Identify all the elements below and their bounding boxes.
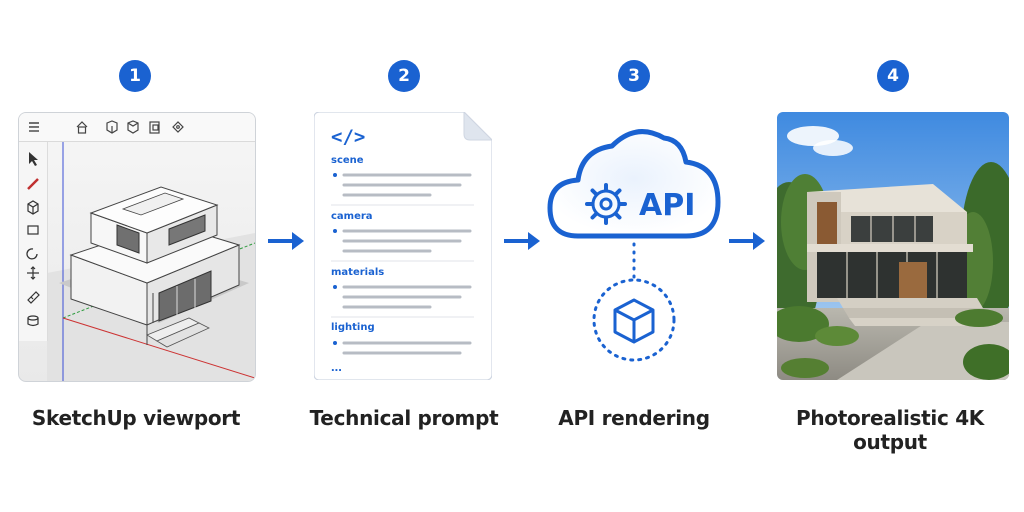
viewport-tool-sidebar (19, 142, 48, 341)
prompt-section-camera: camera (331, 211, 373, 222)
code-icon: </> (331, 126, 366, 148)
caption-step-4: Photorealistic 4K output (795, 406, 985, 454)
cloud-icon (547, 129, 721, 239)
prompt-section-materials: materials (331, 267, 385, 278)
api-label: API (639, 188, 696, 223)
arrow-right-icon (504, 232, 540, 250)
caption-step-1: SketchUp viewport (31, 406, 241, 430)
hamburger-icon[interactable] (29, 122, 39, 132)
arrow-right-icon (729, 232, 765, 250)
rotate-icon[interactable] (26, 248, 38, 260)
tape-measure-icon[interactable] (27, 291, 40, 304)
push-pull-icon[interactable] (27, 200, 39, 215)
viewport-scene (47, 142, 255, 381)
paint-bucket-icon[interactable] (27, 315, 39, 327)
layers-icon[interactable] (149, 121, 160, 134)
gear-icon (585, 183, 627, 225)
step-badge-2: 2 (388, 60, 420, 92)
step-badge-4: 4 (877, 60, 909, 92)
photorealistic-render (777, 112, 1009, 380)
caption-step-3: API rendering (558, 406, 710, 430)
move-icon[interactable] (27, 266, 39, 280)
pencil-icon[interactable] (27, 178, 39, 190)
rectangle-icon[interactable] (27, 225, 39, 235)
prompt-section-lighting: lighting (331, 322, 375, 333)
box-icon[interactable] (127, 120, 139, 134)
step-badge-3: 3 (618, 60, 650, 92)
step-badge-1: 1 (119, 60, 151, 92)
select-icon[interactable] (29, 152, 38, 166)
prompt-more: ... (331, 359, 342, 374)
prompt-document (314, 112, 492, 380)
prompt-section-scene: scene (331, 155, 364, 166)
cube-3d-icon (613, 298, 655, 344)
tag-icon[interactable] (172, 121, 184, 133)
home-icon[interactable] (76, 121, 88, 134)
cube-icon[interactable] (106, 120, 118, 134)
arrow-right-icon (268, 232, 304, 250)
caption-step-2: Technical prompt (309, 406, 499, 430)
api-rendering-graphic (547, 129, 721, 362)
sketchup-viewport (18, 112, 256, 382)
viewport-toolbar (19, 113, 255, 142)
